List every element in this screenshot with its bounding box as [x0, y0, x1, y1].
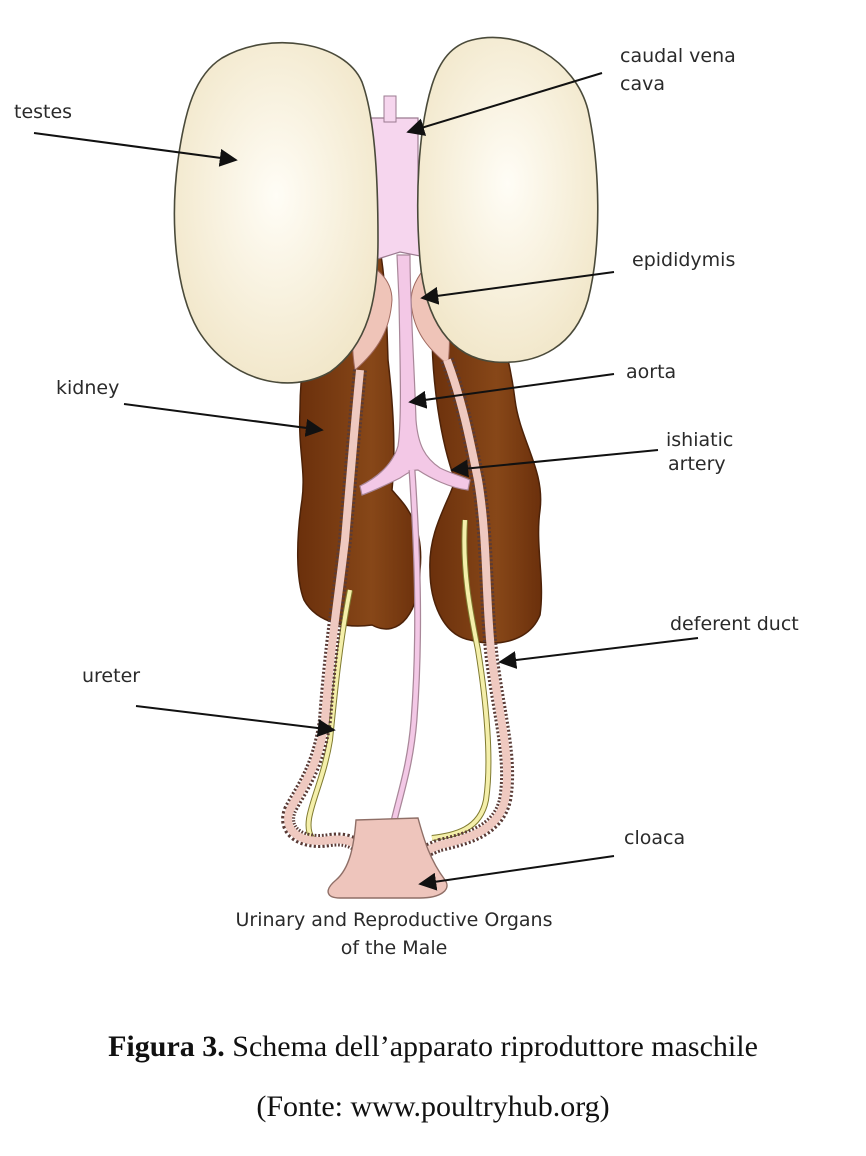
cloaca — [327, 817, 448, 899]
median-vessel-core — [389, 469, 420, 831]
arrow-epididymis — [420, 271, 615, 305]
arrow-testes — [33, 132, 238, 167]
label-cloaca: cloaca — [624, 827, 685, 849]
label-kidney: kidney — [56, 377, 119, 399]
vena-cava-top — [383, 95, 397, 123]
label-caudal-vena-cava-1: caudal vena — [620, 45, 736, 67]
right-deferent-duct-core — [422, 358, 512, 856]
label-ishiatic-2: artery — [668, 453, 726, 475]
arrow-cloaca — [418, 855, 615, 891]
arrow-deferent-duct — [498, 637, 699, 669]
arrow-kidney — [123, 403, 324, 437]
arrow-ureter — [135, 705, 336, 737]
right-testis — [416, 36, 599, 364]
label-aorta: aorta — [626, 361, 676, 383]
label-caudal-vena-cava-2: cava — [620, 73, 665, 95]
arrow-ishiatic-artery — [450, 449, 659, 478]
aorta — [359, 254, 471, 496]
arrow-aorta — [408, 373, 615, 409]
right-ureter-core — [431, 519, 491, 840]
inner-title-line1: Urinary and Reproductive Organs — [235, 909, 552, 931]
label-epididymis: epididymis — [632, 249, 735, 271]
figure-source: (Fonte: www.poultryhub.org) — [256, 1090, 610, 1123]
left-testis — [173, 41, 379, 384]
figure-caption: Figura 3. Schema dell’apparato riprodutt… — [0, 1030, 866, 1064]
label-ishiatic-1: ishiatic — [666, 429, 733, 451]
figure-caption-text: Schema dell’apparato riproduttore maschi… — [224, 1030, 758, 1063]
arrow-caudal-vena-cava — [406, 72, 603, 136]
label-testes: testes — [14, 101, 72, 123]
label-deferent-duct: deferent duct — [670, 613, 799, 635]
label-ureter: ureter — [82, 665, 140, 687]
left-ureter-core — [306, 589, 352, 840]
figure-label: Figura 3. — [108, 1030, 225, 1063]
inner-title-line2: of the Male — [341, 937, 448, 959]
